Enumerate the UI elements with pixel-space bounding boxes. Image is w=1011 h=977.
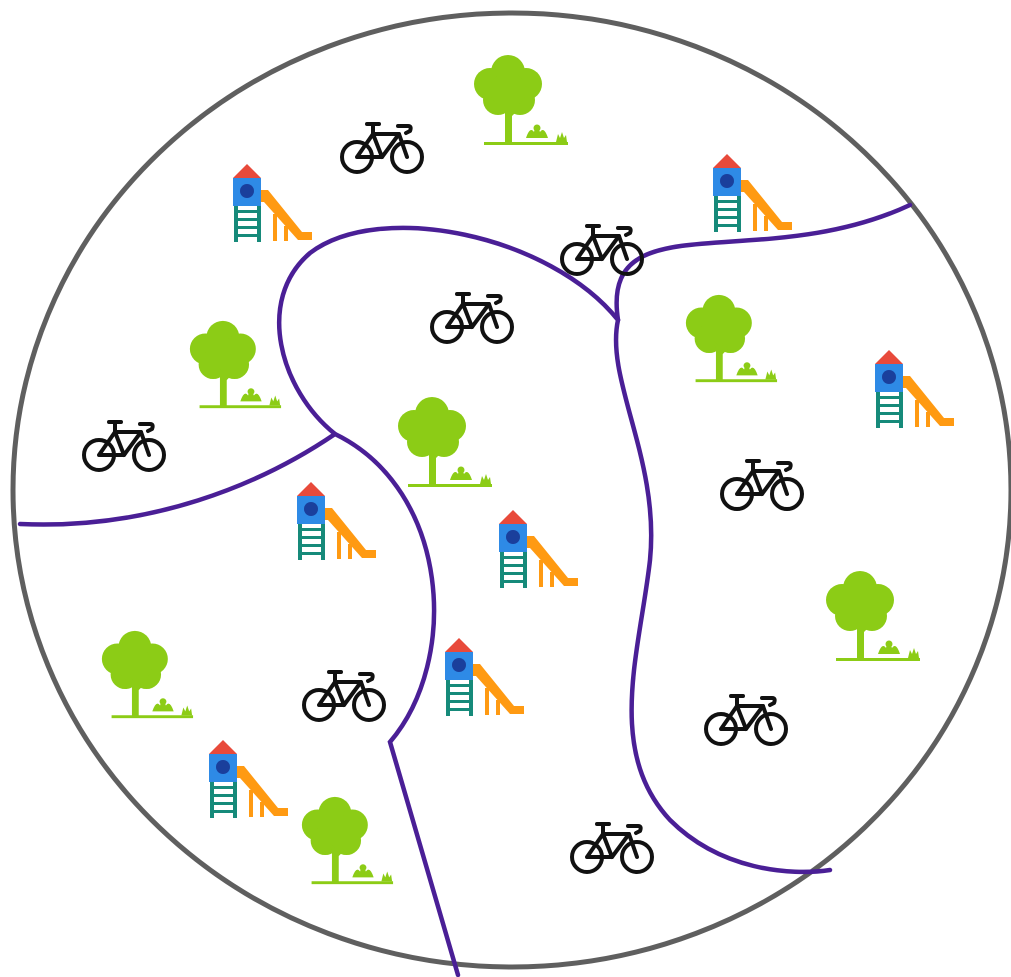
bicycle-icon [570, 822, 654, 874]
tree-icon [189, 320, 282, 409]
tree-icon [301, 796, 394, 885]
playground-slide-icon [499, 510, 578, 588]
playground-slide-icon [209, 740, 288, 818]
tree-icon [474, 55, 568, 145]
region-borders [17, 202, 913, 977]
playground-slide-icon [875, 350, 954, 428]
bicycle-icon [340, 122, 424, 174]
border-left-arc [17, 431, 338, 527]
tree-icon [685, 294, 778, 383]
border-top-lobe [276, 225, 621, 437]
bicycle-icon [302, 670, 386, 722]
border-east [613, 317, 833, 875]
bicycle-icon [704, 694, 788, 746]
park-boundary [10, 10, 1011, 970]
playground-slide-icon [713, 154, 792, 232]
tree-icon [398, 397, 492, 487]
tree-icon [101, 630, 194, 719]
playground-slide-icon [297, 482, 376, 560]
bicycle-icon [720, 459, 804, 511]
tree-icon [826, 571, 920, 661]
bicycle-icon [82, 420, 166, 472]
border-upper-right [614, 202, 913, 323]
bicycle-icon [430, 292, 514, 344]
border-center-south [332, 431, 461, 977]
icon-layer [82, 55, 954, 885]
playground-slide-icon [233, 164, 312, 242]
playground-slide-icon [445, 638, 524, 716]
